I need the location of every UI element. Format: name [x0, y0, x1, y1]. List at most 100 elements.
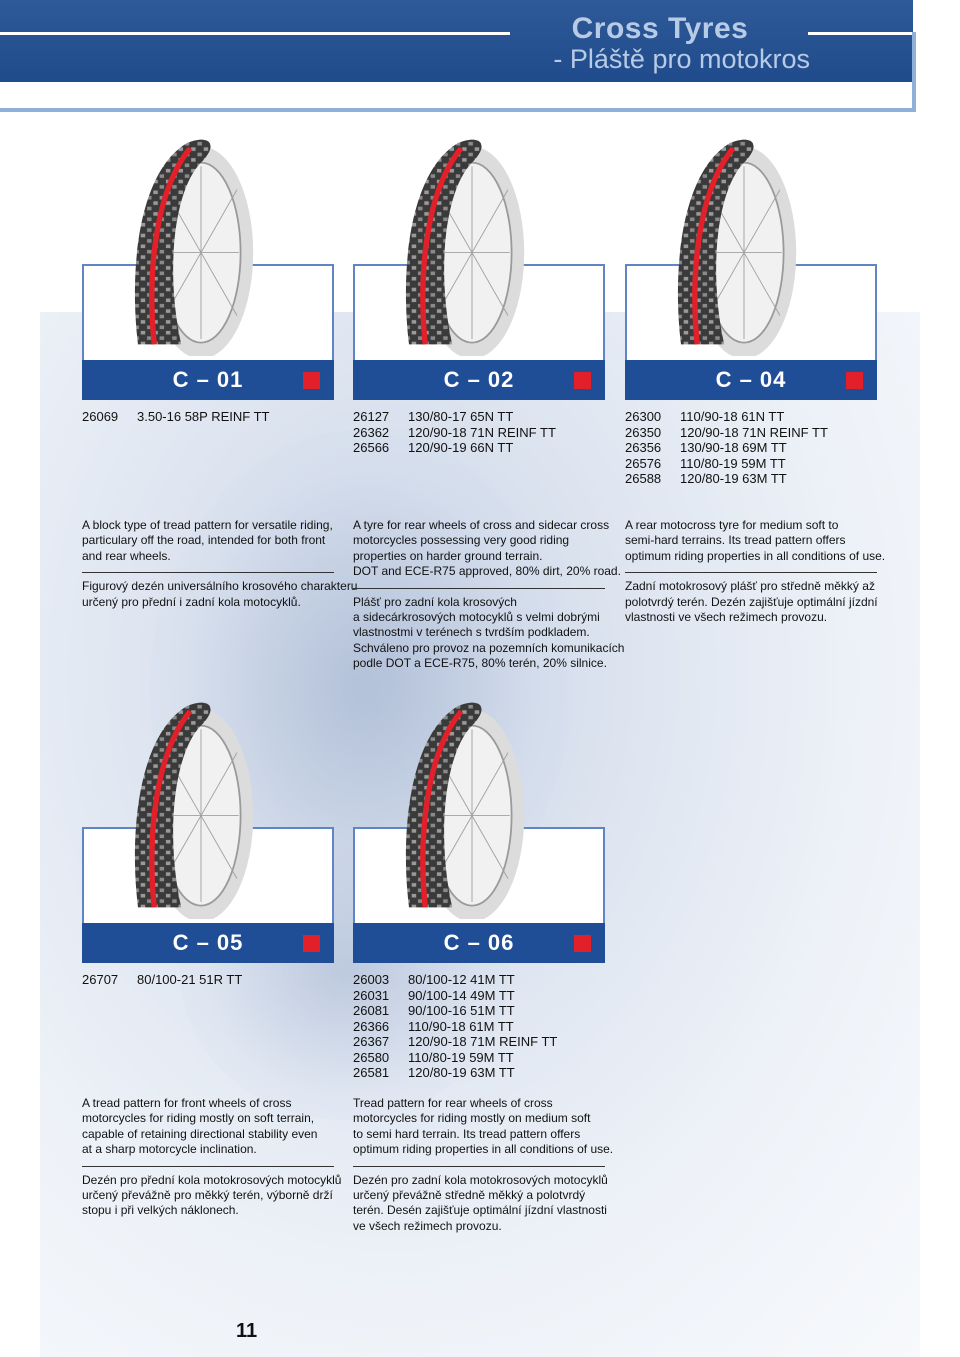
size-value: 110/80-19 59M TT — [680, 455, 786, 471]
size-row: 26580 110/80-19 59M TT — [353, 1050, 557, 1066]
size-code: 26566 — [353, 440, 390, 455]
size-value: 110/90-18 61N TT — [680, 409, 785, 424]
product-label-bar: C – 04 — [625, 360, 877, 400]
description-line: to semi hard terrain. Its tread pattern … — [353, 1126, 581, 1141]
size-value: 90/100-14 49M TT — [408, 987, 515, 1003]
size-code: 26362 — [353, 424, 390, 440]
size-code: 26367 — [353, 1034, 390, 1049]
description-line: optimum riding properties in all conditi… — [625, 548, 886, 563]
description-line: DOT and ECE-R75 approved, 80% dirt, 20% … — [353, 564, 621, 579]
size-row: 26707 80/100-21 51R TT — [82, 972, 242, 988]
product-label-bar: C – 06 — [353, 923, 605, 963]
size-code: 26707 — [82, 972, 119, 987]
product-name: C – 02 — [443, 367, 515, 392]
description-line: Plášť pro zadní kola krosových — [353, 594, 517, 609]
tyre-image-c06 — [373, 687, 553, 919]
size-value: 110/80-19 59M TT — [408, 1049, 514, 1065]
description-czech: Figurový dezén universálního krosového c… — [82, 572, 357, 610]
product-label-bar: C – 01 — [82, 360, 334, 400]
size-row: 26576 110/80-19 59M TT — [625, 456, 828, 472]
description-line: A rear motocross tyre for medium soft to — [625, 518, 839, 532]
size-value: 120/90-19 66N TT — [408, 440, 514, 455]
header-frame-right — [912, 32, 916, 112]
red-square-icon — [574, 372, 591, 389]
description-line: semi-hard terrains. Its tread pattern of… — [625, 533, 846, 548]
description-line: vlastnostmi v terénech s tvrdším podklad… — [353, 625, 590, 640]
size-code: 26581 — [353, 1065, 390, 1080]
description-line: A tread pattern for front wheels of cros… — [82, 1096, 292, 1110]
description-line: určený pro přední i zadní kola motocyklů… — [82, 594, 301, 609]
description-english: A rear motocross tyre for medium soft to… — [625, 518, 886, 572]
page-subtitle: - Pláště pro motokros — [553, 44, 810, 74]
description-english: A tyre for rear wheels of cross and side… — [353, 518, 621, 588]
description-czech: Plášť pro zadní kola krosových a sidecár… — [353, 587, 625, 672]
description-line: ve všech režimech provozu. — [353, 1218, 502, 1233]
size-code: 26081 — [353, 1003, 390, 1018]
product-label-bar: C – 05 — [82, 923, 334, 963]
description-czech: Zadní motokrosový plášť pro středně měkk… — [625, 572, 878, 625]
size-code: 26127 — [353, 409, 390, 424]
description-line: Zadní motokrosový plášť pro středně měkk… — [625, 579, 875, 594]
description-line: A block type of tread pattern for versat… — [82, 518, 333, 532]
size-value: 80/100-21 51R TT — [137, 972, 243, 987]
size-value: 120/90-18 71M REINF TT — [408, 1034, 558, 1049]
tyre-image-c05 — [102, 687, 282, 919]
size-code: 26300 — [625, 409, 662, 424]
size-value: 120/80-19 63M TT — [408, 1065, 515, 1080]
header-rule-right — [808, 32, 914, 35]
description-line: motorcycles for riding mostly on medium … — [353, 1111, 591, 1126]
tyre-image-c01 — [102, 124, 282, 356]
size-value: 120/90-18 71N REINF TT — [408, 424, 556, 440]
red-square-icon — [846, 372, 863, 389]
size-value: 80/100-12 41M TT — [408, 972, 515, 987]
description-line: stopu i při velkých náklonech. — [82, 1203, 239, 1218]
page-header: Cross Tyres - Pláště pro motokros — [0, 0, 960, 112]
product-name: C – 01 — [172, 367, 244, 392]
size-row: 26362 120/90-18 71N REINF TT — [353, 425, 556, 441]
description-line: vlastnosti ve všech režimech provozu. — [625, 610, 828, 625]
description-line: A tyre for rear wheels of cross and side… — [353, 518, 610, 532]
size-code: 26356 — [625, 440, 662, 455]
description-c01: A block type of tread pattern for versat… — [82, 518, 357, 610]
size-value: 110/90-18 61M TT — [408, 1018, 514, 1034]
page-title: Cross Tyres — [571, 12, 749, 45]
description-line: Dezén pro přední kola motokrosových moto… — [82, 1172, 342, 1187]
description-line: and rear wheels. — [82, 548, 171, 563]
description-english: Tread pattern for rear wheels of cross m… — [353, 1096, 614, 1166]
description-line: určený převážně středně měkký a polotvrd… — [353, 1188, 586, 1203]
size-row: 26566 120/90-19 66N TT — [353, 440, 556, 456]
header-rule-left — [0, 32, 510, 35]
size-code: 26350 — [625, 424, 662, 440]
size-code: 26366 — [353, 1018, 390, 1034]
tyre-image-c04 — [645, 124, 825, 356]
size-value: 130/80-17 65N TT — [408, 409, 514, 424]
description-line: motorcycles possessing very good riding — [353, 533, 570, 548]
size-code: 26031 — [353, 987, 390, 1003]
description-line: terén. Desén zajišťuje optimální jízdní … — [353, 1203, 607, 1218]
size-row: 26366 110/90-18 61M TT — [353, 1019, 557, 1035]
description-line: Schváleno pro provoz na pozemních komuni… — [353, 640, 625, 655]
description-line: podle DOT a ECE-R75, 80% terén, 20% siln… — [353, 656, 607, 671]
size-code: 26580 — [353, 1049, 390, 1065]
tyre-image-c02 — [373, 124, 553, 356]
description-czech: Dezén pro přední kola motokrosových moto… — [82, 1165, 342, 1219]
product-name: C – 06 — [443, 930, 515, 955]
size-value: 130/90-18 69M TT — [680, 440, 787, 455]
product-name: C – 05 — [172, 930, 244, 955]
size-code: 26576 — [625, 455, 662, 471]
header-frame-bottom — [0, 108, 916, 112]
description-c04: A rear motocross tyre for medium soft to… — [625, 518, 886, 625]
product-label-bar: C – 02 — [353, 360, 605, 400]
description-line: optimum riding properties in all conditi… — [353, 1142, 614, 1157]
description-line: properties on harder ground terrain. — [353, 548, 543, 563]
description-line: motorcycles for riding mostly on soft te… — [82, 1111, 315, 1126]
red-square-icon — [303, 372, 320, 389]
size-row: 26367 120/90-18 71M REINF TT — [353, 1034, 557, 1050]
size-list-c02: 26127 130/80-17 65N TT 26362 120/90-18 71N… — [353, 409, 556, 456]
header-bar — [0, 0, 913, 82]
